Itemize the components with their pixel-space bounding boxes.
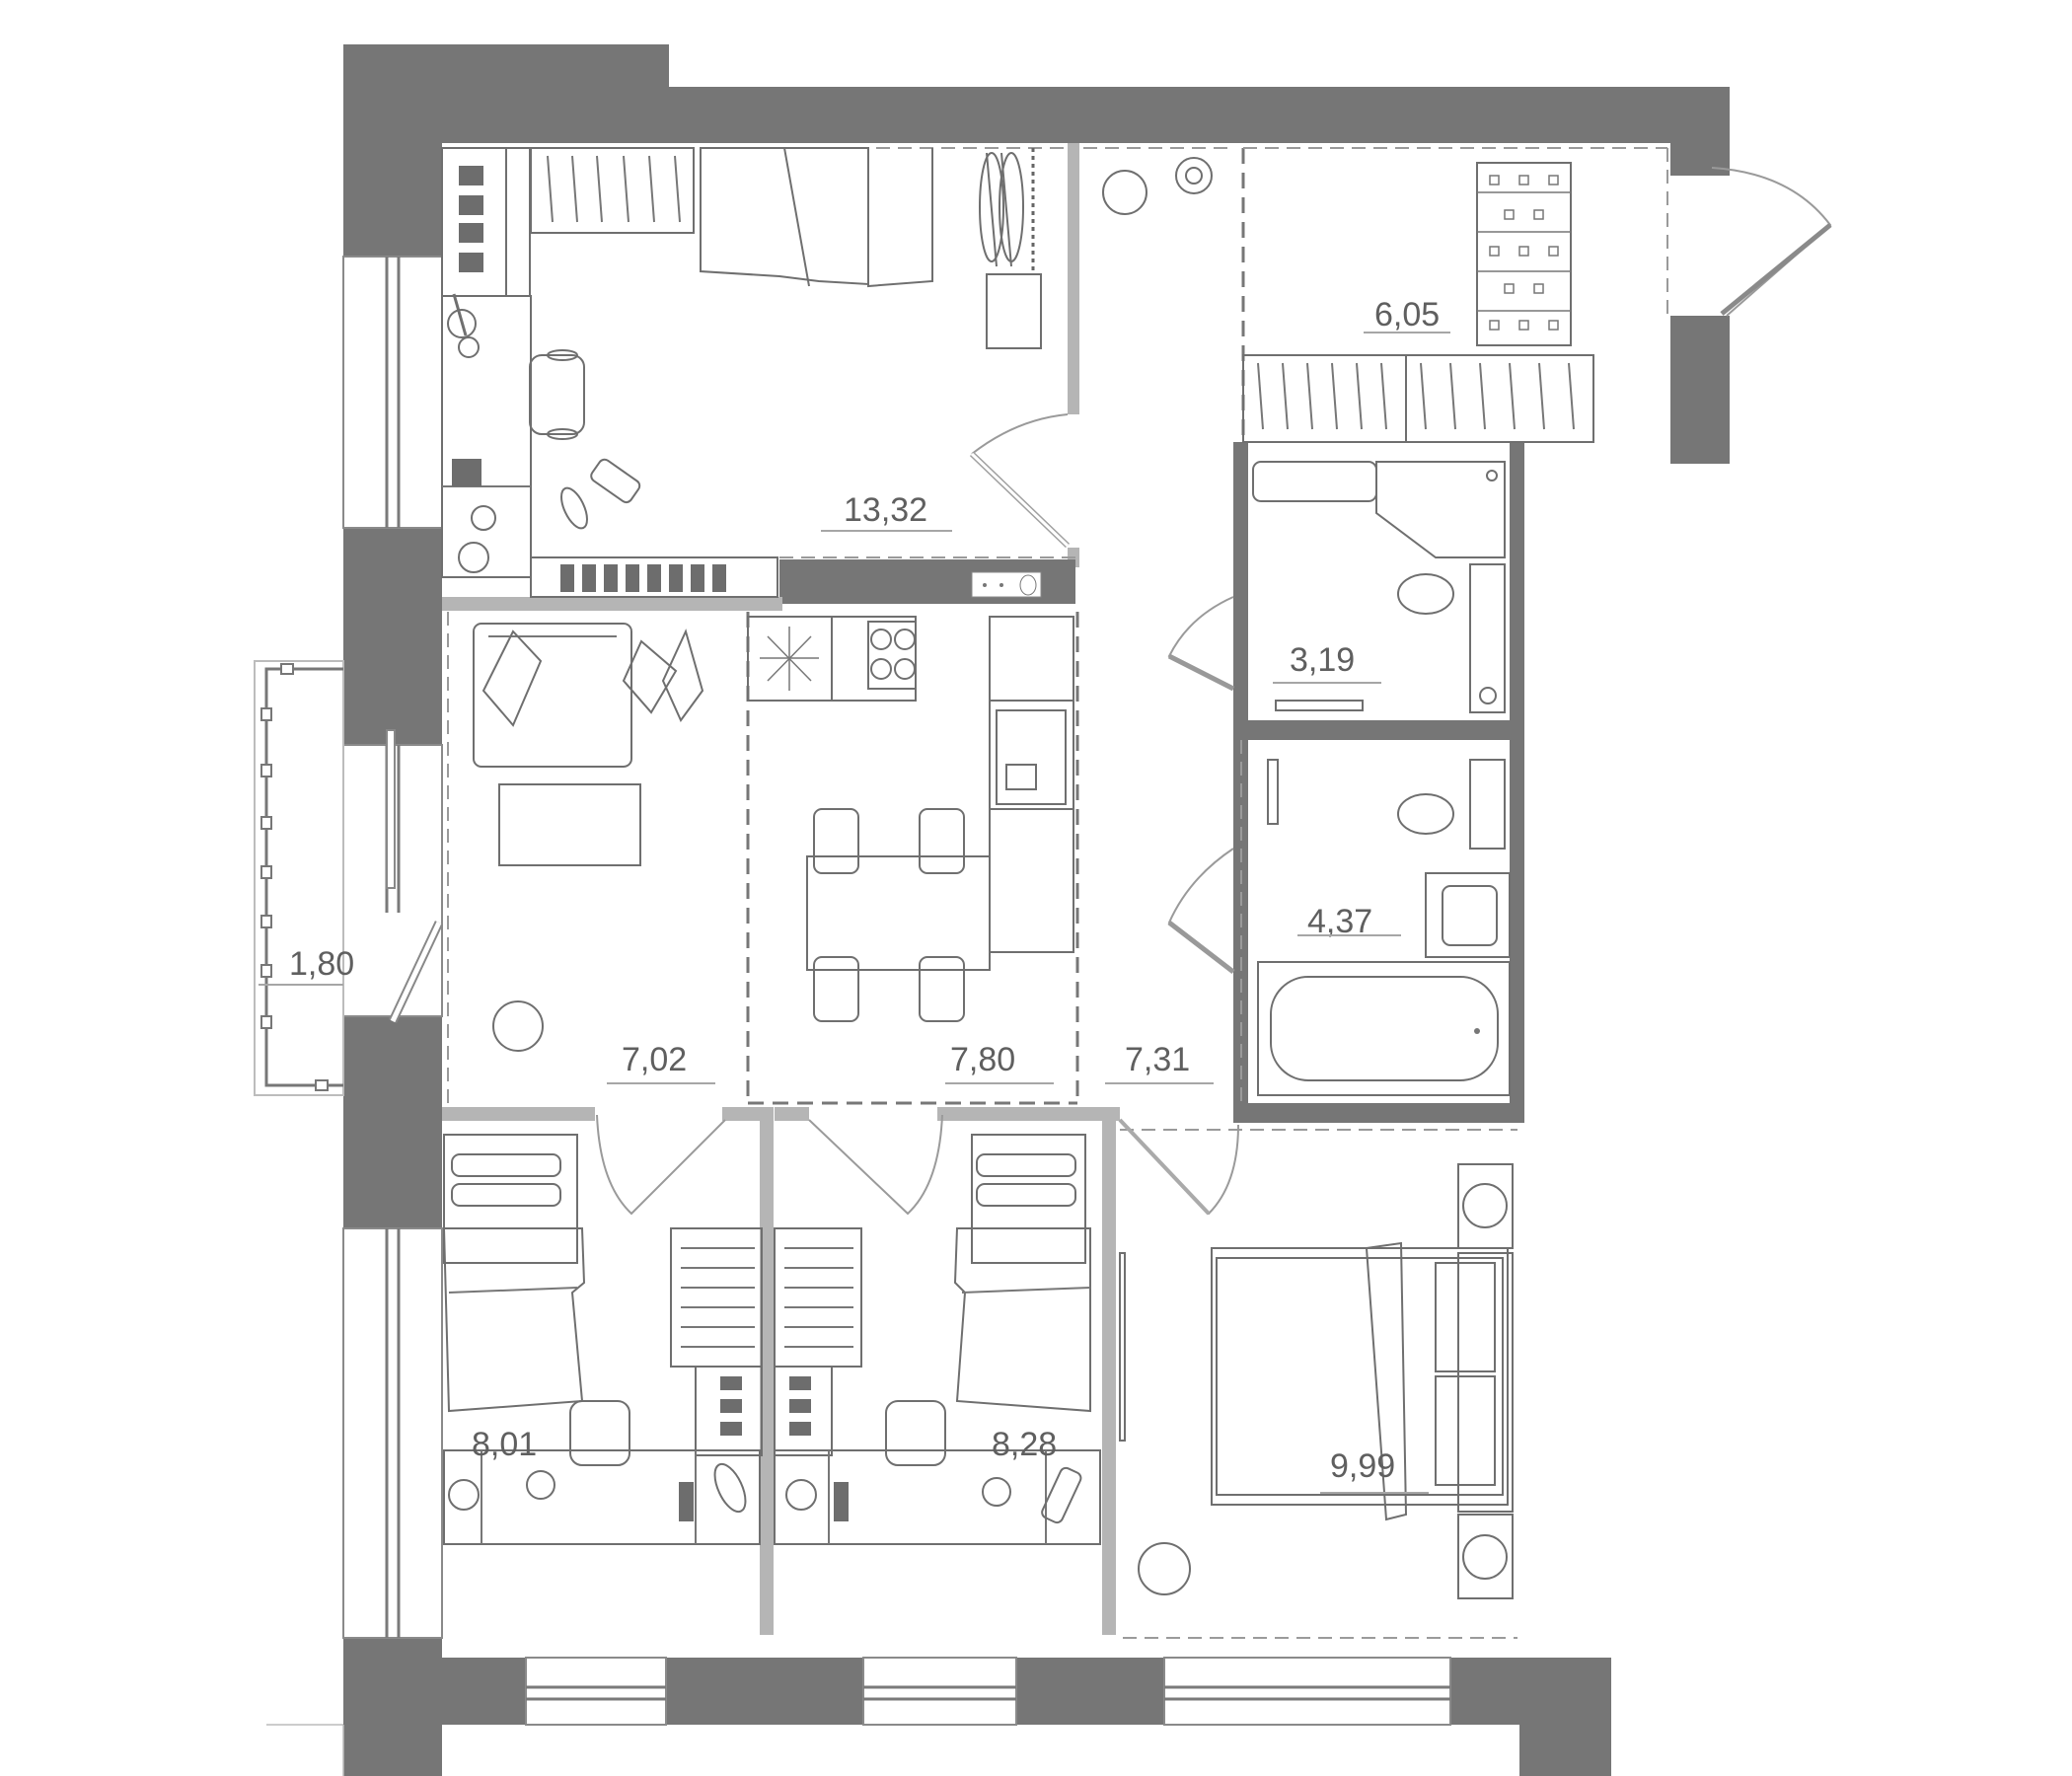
doors	[596, 413, 1239, 1216]
room-bedroom-top	[441, 147, 1042, 598]
area-labels: 13,32 6,05 3,19 4,37 7,02 7,80 7,31 1,80…	[259, 296, 1450, 1494]
room-shower	[1252, 461, 1506, 713]
room-kitchen	[747, 616, 1074, 1022]
area-label-bathroom: 4,37	[1307, 903, 1372, 940]
area-label-bedroom-top: 13,32	[844, 491, 927, 529]
windows	[342, 167, 1832, 1726]
area-label-kitchen: 7,80	[950, 1041, 1015, 1078]
area-label-closet: 6,05	[1374, 296, 1440, 333]
room-master-bedroom	[1119, 1163, 1514, 1599]
room-kids-bedroom-1	[442, 1134, 763, 1545]
area-label-balcony: 1,80	[289, 945, 354, 983]
area-label-hallway: 7,31	[1125, 1041, 1190, 1078]
room-bathroom	[1257, 759, 1511, 1096]
area-label-living: 7,02	[622, 1041, 687, 1078]
area-label-kids-bedroom-2: 8,28	[992, 1426, 1057, 1463]
room-kids-bedroom-2	[774, 1134, 1101, 1545]
area-label-master-bedroom: 9,99	[1330, 1447, 1395, 1485]
room-closet	[1242, 162, 1594, 443]
area-label-shower-room: 3,19	[1290, 641, 1355, 679]
area-label-kids-bedroom-1: 8,01	[472, 1426, 537, 1463]
room-hallway	[1102, 157, 1213, 215]
floor-interior	[442, 143, 1670, 1658]
room-living	[473, 623, 704, 1052]
balcony	[254, 660, 444, 1096]
